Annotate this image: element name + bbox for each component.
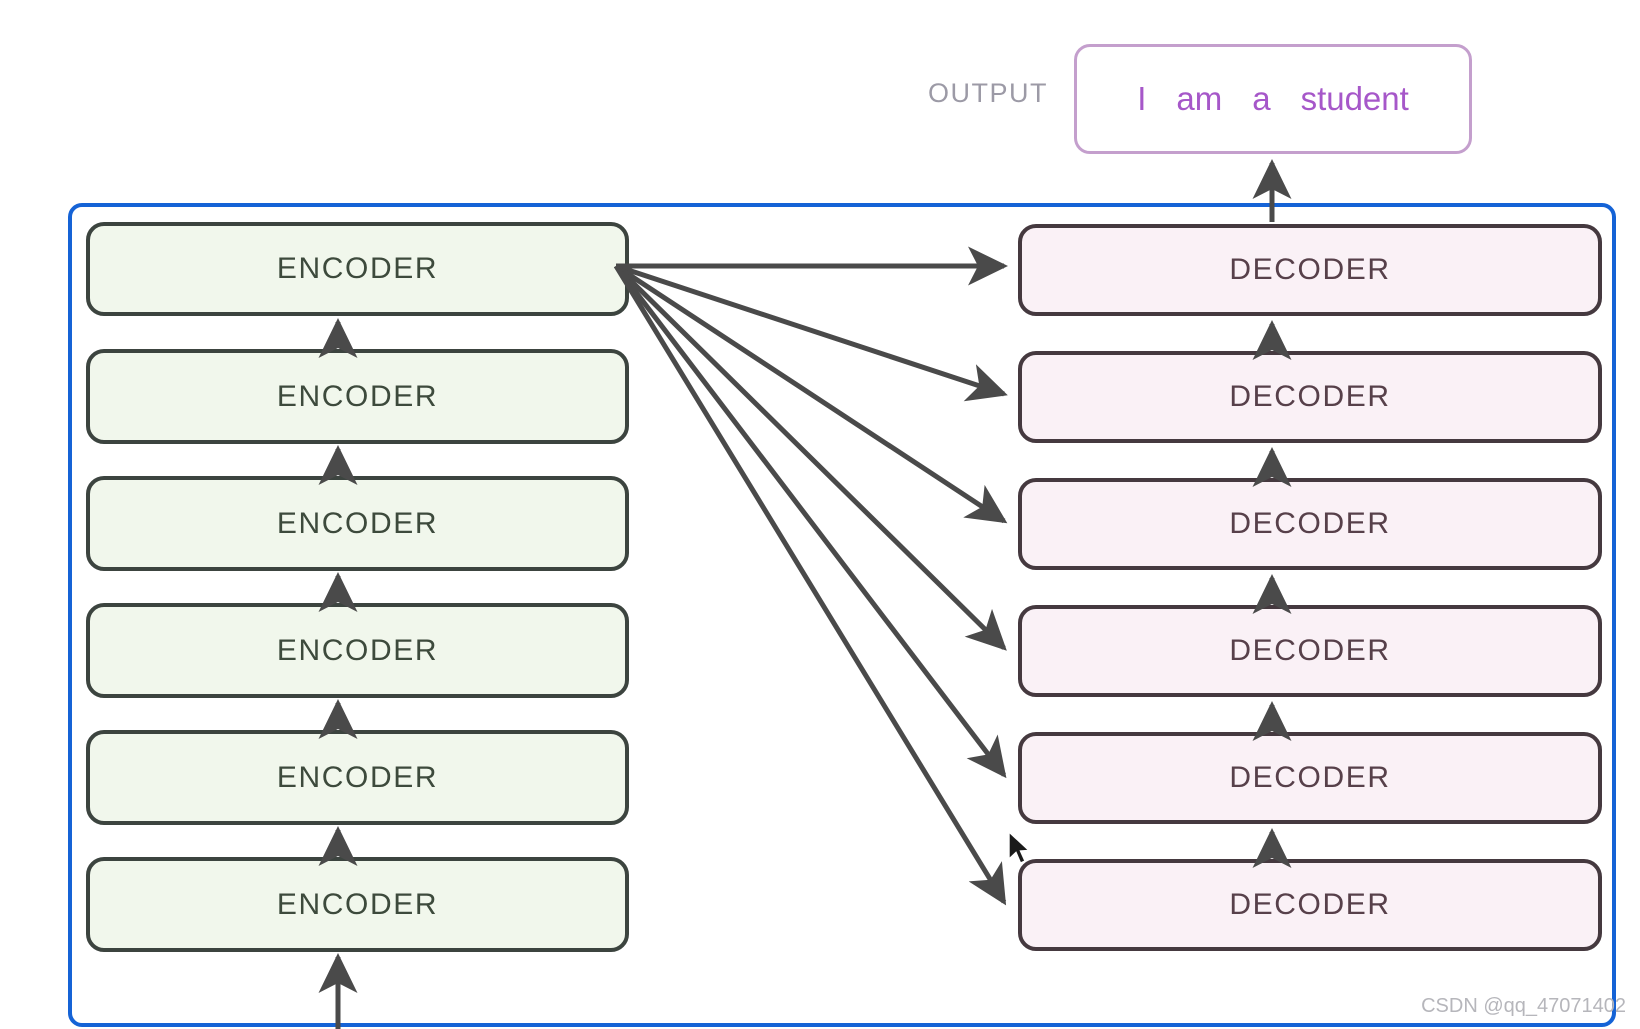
encoder-block-label: ENCODER [276, 379, 439, 413]
output-token-2: a [1252, 80, 1271, 117]
decoder-block-label: DECODER [1229, 761, 1391, 794]
output-token-list: I am a student [1137, 80, 1409, 118]
decoder-block-label: DECODER [1229, 380, 1391, 413]
decoder-block-label: DECODER [1229, 507, 1391, 540]
decoder-block-6[interactable]: DECODER [1018, 859, 1602, 951]
encoder-block-label: ENCODER [276, 252, 439, 285]
output-label: OUTPUT [928, 78, 1048, 108]
encoder-block-label: ENCODER [276, 633, 439, 667]
decoder-block-label: DECODER [1229, 253, 1391, 286]
decoder-block-3[interactable]: DECODER [1018, 478, 1602, 570]
encoder-block-label: ENCODER [276, 760, 439, 794]
decoder-block-label: DECODER [1229, 634, 1391, 667]
transformer-stack-container [68, 203, 1616, 1027]
decoder-block-label: DECODER [1229, 888, 1391, 921]
decoder-block-4[interactable]: DECODER [1018, 605, 1602, 697]
encoder-block-1[interactable]: ENCODER [86, 222, 629, 316]
encoder-block-5[interactable]: ENCODER [86, 730, 629, 825]
decoder-block-1[interactable]: DECODER [1018, 224, 1602, 316]
encoder-block-4[interactable]: ENCODER [86, 603, 629, 698]
encoder-block-label: ENCODER [276, 887, 439, 921]
output-token-3: student [1300, 80, 1409, 117]
output-box: I am a student [1074, 44, 1472, 154]
decoder-block-2[interactable]: DECODER [1018, 351, 1602, 443]
encoder-block-3[interactable]: ENCODER [86, 476, 629, 571]
output-token-1: am [1176, 80, 1223, 117]
output-token-0: I [1137, 80, 1147, 117]
encoder-block-label: ENCODER [276, 506, 439, 540]
encoder-block-6[interactable]: ENCODER [86, 857, 629, 952]
mouse-cursor-icon [1008, 830, 1031, 864]
encoder-block-2[interactable]: ENCODER [86, 349, 629, 444]
decoder-block-5[interactable]: DECODER [1018, 732, 1602, 824]
watermark: CSDN @qq_47071402 [1421, 995, 1626, 1017]
